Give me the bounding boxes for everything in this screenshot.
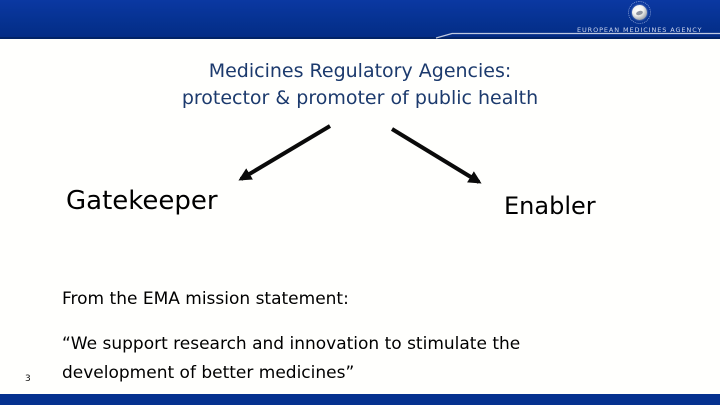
page-number: 3 — [25, 374, 31, 384]
ema-logo-ring-icon — [628, 1, 651, 24]
ema-sphere-icon — [632, 5, 647, 20]
banner-swoosh-line — [435, 32, 720, 39]
footer-bar — [0, 394, 720, 405]
slide-title-line2: protector & promoter of public health — [181, 87, 539, 109]
mission-statement-intro: From the EMA mission statement: — [62, 289, 349, 309]
slide-title-line1: Medicines Regulatory Agencies: — [208, 60, 512, 82]
arrow-to-gatekeeper — [238, 124, 332, 181]
enabler-label: Enabler — [504, 192, 596, 220]
top-banner: EUROPEAN MEDICINES AGENCY — [0, 0, 720, 39]
slide-title: Medicines Regulatory Agencies: protector… — [0, 58, 720, 112]
mission-quote: “We support research and innovation to s… — [62, 330, 642, 388]
mission-quote-line1: “We support research and innovation to s… — [62, 334, 521, 354]
diverging-arrows — [238, 124, 482, 184]
ema-logo-caption: EUROPEAN MEDICINES AGENCY — [577, 26, 703, 34]
mission-quote-line2: development of better medicines” — [62, 363, 355, 383]
ema-logo: EUROPEAN MEDICINES AGENCY — [577, 0, 703, 37]
gatekeeper-label: Gatekeeper — [66, 186, 218, 216]
arrow-to-enabler — [390, 127, 482, 184]
